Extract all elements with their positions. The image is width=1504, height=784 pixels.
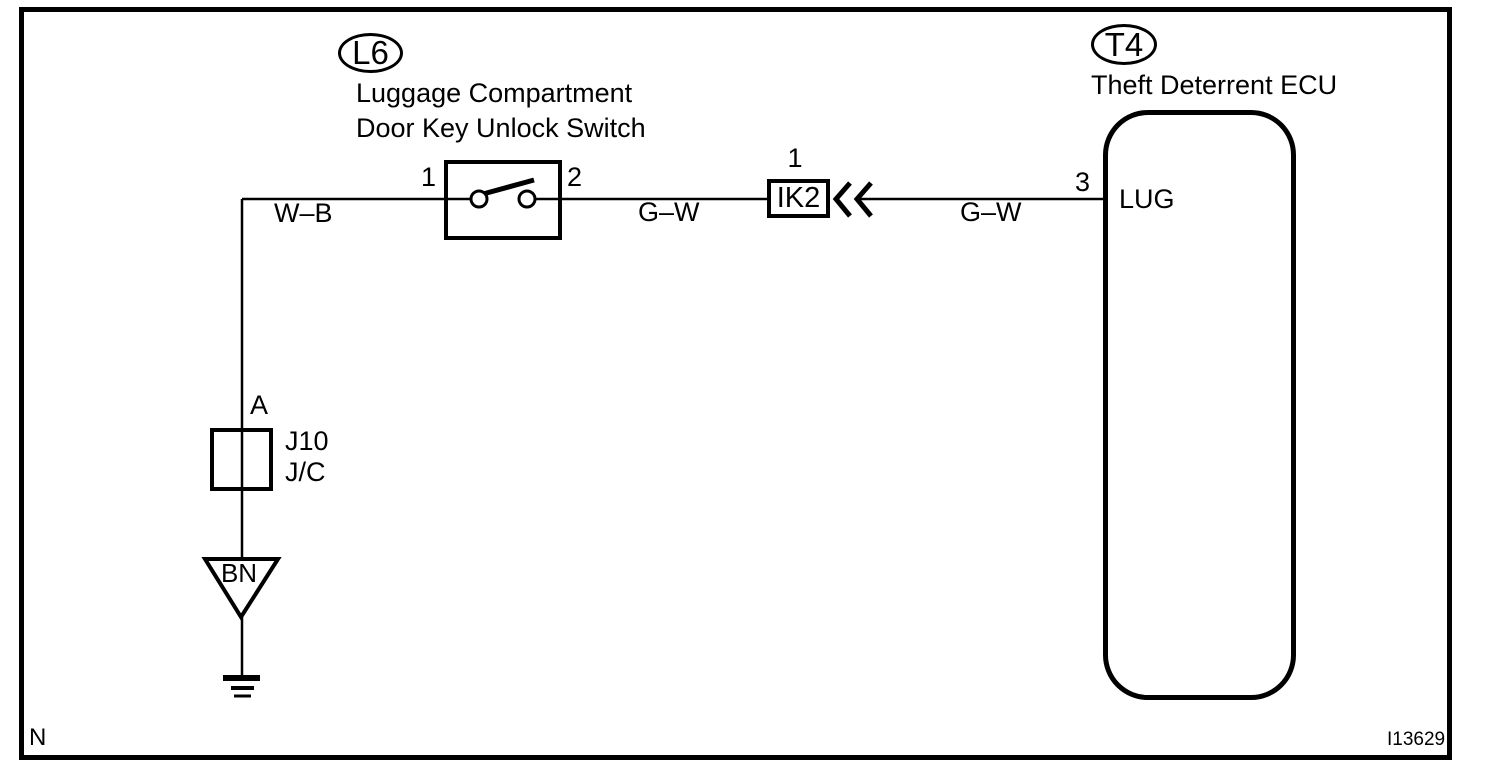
component-code-t4: T4	[1091, 24, 1157, 65]
junction-type: J/C	[285, 457, 326, 487]
connector-arrow-icon	[853, 181, 873, 218]
junction-box	[210, 428, 273, 491]
diagram-border	[19, 7, 1452, 760]
ik2-connector-label: IK2	[776, 182, 821, 214]
junction-code: J10	[285, 426, 329, 456]
ground-triangle-icon	[201, 557, 282, 621]
junction-terminal-a: A	[250, 390, 269, 420]
note-mark: N	[29, 724, 47, 751]
luggage-switch-name-line2: Door Key Unlock Switch	[356, 113, 646, 143]
component-code-l6: L6	[338, 33, 403, 73]
ik2-connector-box: IK2	[767, 179, 830, 218]
switch-blade-icon	[482, 177, 535, 197]
switch-contact-left-icon	[469, 189, 489, 209]
ecu-pin-name: LUG	[1119, 184, 1175, 214]
connector-arrow-icon	[832, 181, 852, 218]
wire-label-g-w-left: G–W	[638, 197, 700, 227]
switch-contact-right-icon	[517, 189, 537, 209]
wire-label-g-w-right: G–W	[960, 197, 1022, 227]
theft-ecu-name: Theft Deterrent ECU	[1091, 70, 1338, 100]
ik2-pin-number: 1	[787, 143, 803, 173]
switch-terminal-2: 2	[567, 162, 583, 192]
luggage-switch-box	[444, 160, 562, 240]
luggage-switch-name-line1: Luggage Compartment	[356, 78, 633, 108]
theft-ecu-box	[1103, 110, 1296, 700]
ecu-pin-number: 3	[1074, 167, 1090, 197]
wire-label-w-b: W–B	[274, 198, 333, 228]
switch-terminal-1: 1	[420, 162, 436, 192]
component-code-t4-label: T4	[1104, 25, 1144, 63]
ground-point-label: BN	[220, 558, 258, 588]
figure-id: I13629	[1387, 729, 1446, 750]
component-code-l6-label: L6	[352, 34, 389, 71]
